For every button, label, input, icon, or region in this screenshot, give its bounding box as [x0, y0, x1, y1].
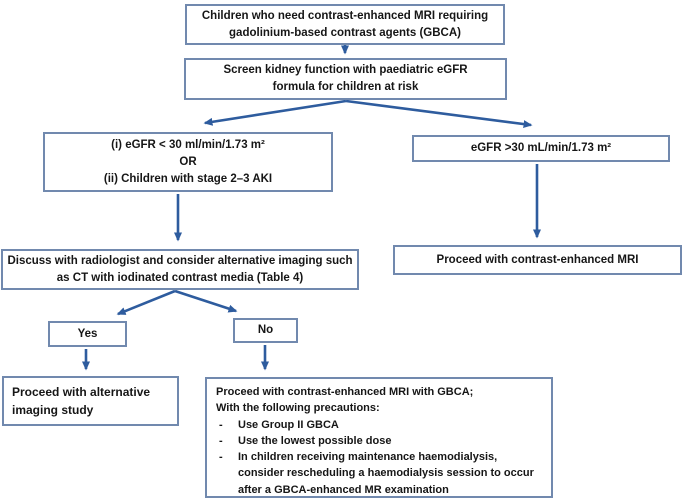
gbca-bullet: Use the lowest possible dose: [216, 433, 543, 449]
start-node-line: Children who need contrast-enhanced MRI …: [201, 9, 489, 22]
yes-label: Yes: [77, 327, 98, 340]
gbca-precautions-line1: Proceed with contrast-enhanced MRI with …: [216, 386, 474, 398]
discuss-line: as CT with iodinated contrast media (Tab…: [56, 271, 304, 284]
low-egfr-line: OR: [179, 155, 197, 168]
gbca-bullet-text: Use Group II GBCA: [238, 418, 339, 431]
gbca-bullet: Use Group II GBCA: [216, 417, 543, 433]
screen-kidney-line: formula for children at risk: [272, 81, 419, 93]
arrow-screen-to-low-egfr: [203, 99, 347, 126]
no-label: No: [257, 324, 274, 336]
gbca-bullet: In children receiving maintenance haemod…: [216, 449, 543, 498]
discuss-radiologist-node: Discuss with radiologist and consider al…: [1, 249, 359, 290]
alternative-line: Proceed with alternative: [12, 385, 151, 399]
gbca-bullet-text: In children receiving maintenance haemod…: [238, 451, 534, 496]
proceed-mri-node: Proceed with contrast-enhanced MRI: [393, 245, 682, 275]
arrow-screen-to-high-egfr: [345, 99, 533, 129]
low-egfr-line: (ii) Children with stage 2–3 AKI: [103, 172, 273, 185]
start-node-line: gadolinium-based contrast agents (GBCA): [229, 26, 461, 39]
screen-kidney-node: Screen kidney function with paediatric e…: [184, 58, 507, 100]
arrow-discuss-to-yes: [116, 289, 176, 316]
high-egfr-label: eGFR >30 mL/min/1.73 m²: [470, 142, 612, 154]
low-egfr-line: (i) eGFR < 30 ml/min/1.73 m²: [111, 138, 265, 151]
yes-node: Yes: [48, 321, 127, 347]
alternative-imaging-node: Proceed with alternative imaging study: [2, 376, 179, 426]
gbca-precautions-node: Proceed with contrast-enhanced MRI with …: [205, 377, 553, 498]
discuss-line: Discuss with radiologist and consider al…: [7, 254, 353, 267]
low-egfr-node: (i) eGFR < 30 ml/min/1.73 m² OR (ii) Chi…: [43, 132, 333, 192]
no-node: No: [233, 318, 298, 343]
gbca-bullet-text: Use the lowest possible dose: [238, 434, 392, 447]
gbca-precautions-line2: With the following precautions:: [216, 402, 380, 415]
high-egfr-node: eGFR >30 mL/min/1.73 m²: [412, 135, 670, 162]
proceed-mri-label: Proceed with contrast-enhanced MRI: [436, 253, 639, 266]
alternative-line: imaging study: [12, 403, 94, 417]
screen-kidney-line: Screen kidney function with paediatric e…: [223, 64, 468, 76]
arrow-discuss-to-no: [174, 289, 238, 313]
start-node: Children who need contrast-enhanced MRI …: [185, 4, 505, 45]
